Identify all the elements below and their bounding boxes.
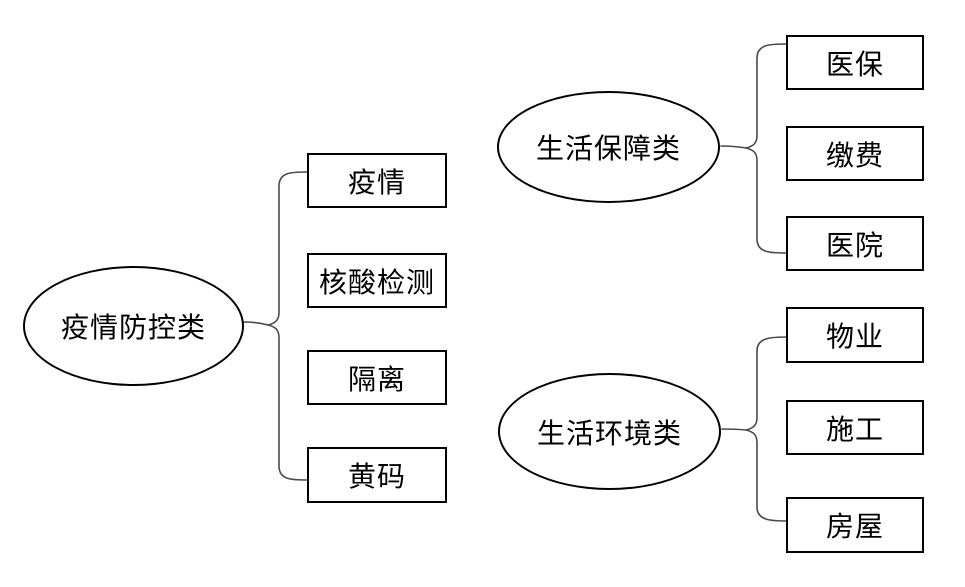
- topic-hospital-label: 医院: [825, 229, 884, 261]
- topic-nucleic-acid-test: 核酸检测: [307, 253, 447, 308]
- connector-stub-epidemic-control: [243, 321, 269, 326]
- brace-life-support: [745, 43, 787, 254]
- category-living-environment: 生活环境类: [498, 373, 721, 490]
- topic-yellow-code-label: 黄码: [347, 461, 406, 492]
- topic-yellow-code: 黄码: [307, 447, 447, 503]
- category-epidemic-control-label: 疫情防控类: [60, 312, 206, 343]
- category-epidemic-control: 疫情防控类: [23, 266, 244, 386]
- category-life-support: 生活保障类: [497, 91, 720, 203]
- category-life-support-label: 生活保障类: [535, 133, 681, 164]
- topic-housing-label: 房屋: [825, 511, 884, 542]
- category-living-environment-label: 生活环境类: [536, 417, 682, 449]
- topic-payment-label: 缴费: [825, 139, 884, 171]
- topic-property-management-label: 物业: [825, 321, 884, 352]
- topic-housing: 房屋: [786, 497, 924, 553]
- topic-medical-insurance: 医保: [786, 35, 924, 90]
- topic-nucleic-acid-test-label: 核酸检测: [318, 266, 435, 298]
- topic-construction: 施工: [786, 400, 924, 455]
- brace-epidemic-control: [267, 171, 308, 481]
- topic-hospital: 医院: [786, 216, 924, 271]
- topic-epidemic: 疫情: [307, 153, 447, 208]
- topic-medical-insurance-label: 医保: [825, 48, 884, 80]
- topic-epidemic-label: 疫情: [347, 166, 406, 198]
- topic-construction-label: 施工: [825, 413, 884, 445]
- topic-property-management: 物业: [786, 307, 924, 363]
- topic-quarantine: 隔离: [307, 350, 447, 405]
- topic-quarantine-label: 隔离: [347, 363, 406, 395]
- topic-payment: 缴费: [786, 126, 924, 181]
- connector-stub-living-environment: [721, 428, 747, 431]
- brace-living-environment: [745, 336, 789, 522]
- connector-stub-life-support: [720, 145, 747, 149]
